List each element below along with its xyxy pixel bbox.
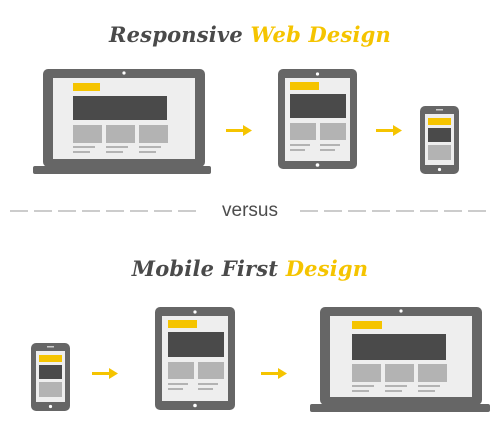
tablet-icon — [155, 307, 235, 410]
responsive-web-design-title: Responsive Web Design — [0, 22, 500, 47]
laptop-icon — [33, 69, 211, 174]
arrow-right-icon — [92, 368, 118, 379]
title-word-web-design: Web Design — [250, 22, 392, 47]
phone-icon — [420, 106, 459, 174]
arrow-right-icon — [261, 368, 287, 379]
title-word-responsive: Responsive — [108, 22, 243, 47]
phone-icon — [31, 343, 70, 411]
title-word-design: Design — [285, 256, 369, 281]
arrow-right-icon — [376, 125, 402, 136]
laptop-icon — [310, 307, 490, 412]
versus-label: versus — [222, 200, 278, 221]
mobile-first-design-title: Mobile First Design — [0, 256, 500, 281]
divider-line-right — [300, 210, 486, 212]
divider-line-left — [10, 210, 196, 212]
title-word-mobile-first: Mobile First — [131, 256, 279, 281]
arrow-right-icon — [226, 125, 252, 136]
tablet-icon — [278, 69, 357, 169]
